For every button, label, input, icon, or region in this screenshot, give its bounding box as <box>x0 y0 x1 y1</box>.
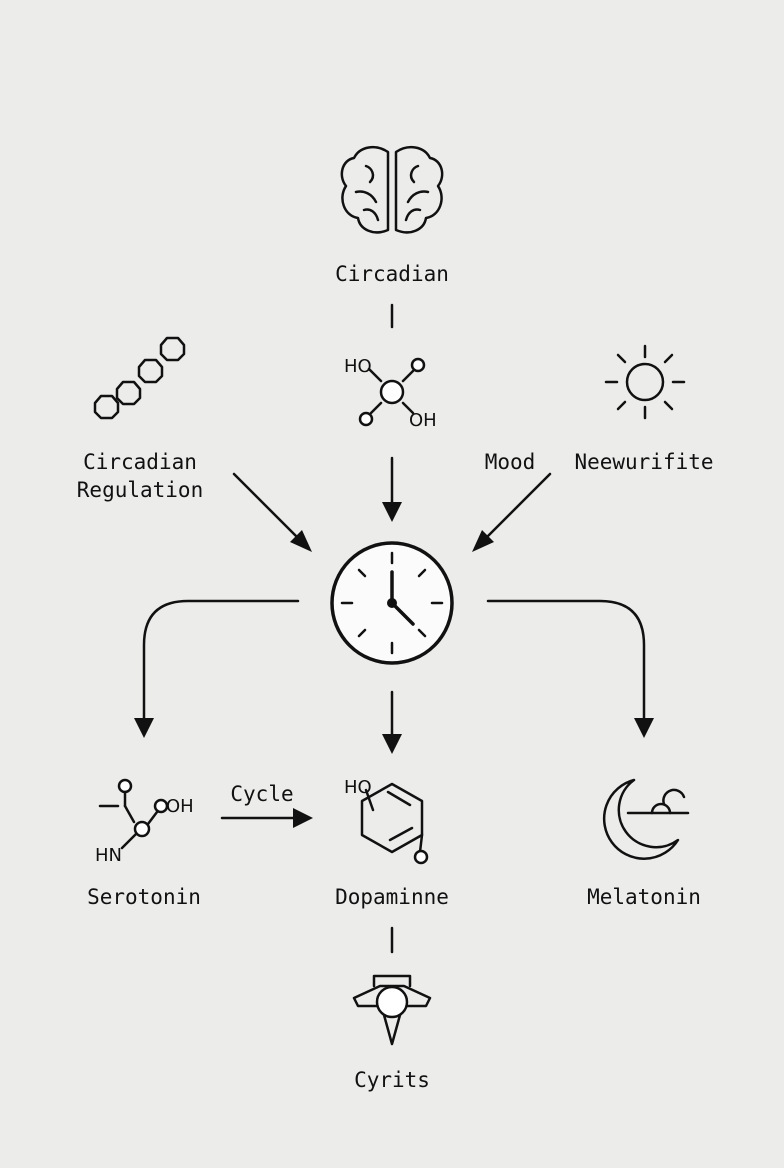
mood-label: Mood <box>485 450 536 474</box>
molecule-atom-oh: OH <box>409 410 437 431</box>
molecule-atom-ho: HO <box>344 356 372 377</box>
serotonin-label: Serotonin <box>87 885 201 909</box>
brain-label: Circadian <box>335 262 449 286</box>
arrow-serotonin-to-dopamine <box>220 808 313 828</box>
benzene-ring-icon <box>360 782 429 865</box>
arrow-chain-to-clock <box>232 472 312 552</box>
clock-icon <box>330 541 454 665</box>
sun-icon <box>604 344 686 420</box>
serotonin-molecule-icon <box>98 778 169 850</box>
arrow-clock-to-serotonin <box>134 599 300 738</box>
serotonin-atom-hn: HN <box>95 845 122 866</box>
cyrits-label: Cyrits <box>354 1068 430 1092</box>
arrow-clock-to-melatonin <box>486 599 654 738</box>
chain-label-line1: Circadian <box>83 450 197 474</box>
brain-icon <box>340 145 444 234</box>
sun-label: Neewurifite <box>574 450 713 474</box>
cycle-label: Cycle <box>230 782 293 806</box>
dopamine-atom-ho: HO <box>344 777 372 798</box>
arrow-sun-to-clock <box>472 472 552 552</box>
dopamine-label: Dopaminne <box>335 885 449 909</box>
serotonin-atom-oh: OH <box>166 796 194 817</box>
moon-icon <box>602 778 690 860</box>
hexagon-chain-icon <box>93 336 186 420</box>
pin-icon <box>352 974 432 1046</box>
arrow-molecule-to-clock <box>382 456 402 522</box>
arrow-clock-to-dopamine <box>382 690 402 754</box>
melatonin-label: Melatonin <box>587 885 701 909</box>
molecule-icon <box>358 357 426 427</box>
chain-label-line2: Regulation <box>77 478 203 502</box>
